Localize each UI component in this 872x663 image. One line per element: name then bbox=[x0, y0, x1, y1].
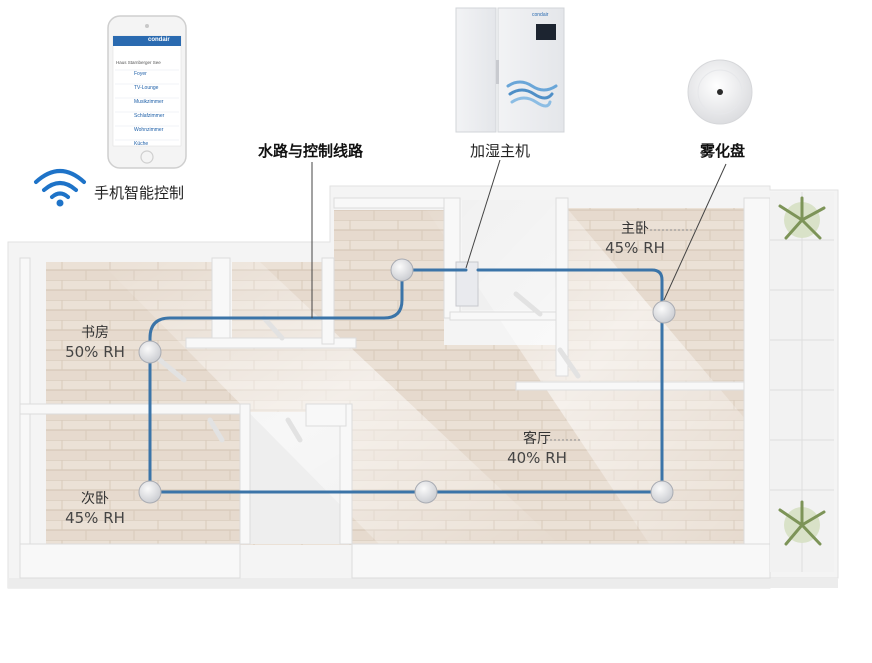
phone-room-item[interactable]: TV-Lounge bbox=[134, 85, 159, 91]
floors bbox=[46, 200, 746, 545]
pipeline-label: 水路与控制线路 bbox=[258, 142, 364, 160]
room-living-room: 客厅 40% RH bbox=[500, 430, 574, 468]
atomizer-label: 雾化盘 bbox=[700, 142, 746, 160]
phone-brand: condair bbox=[148, 37, 170, 43]
room-humidity: 45% RH bbox=[65, 509, 125, 527]
unit-brand: condair bbox=[532, 12, 549, 18]
phone-room-item[interactable]: Wohnzimmer bbox=[134, 127, 164, 133]
phone-room-item[interactable]: Küche bbox=[134, 141, 149, 147]
room-name: 客厅 bbox=[523, 431, 551, 447]
plant-top bbox=[778, 196, 826, 240]
node-living-right bbox=[650, 480, 674, 504]
node-hall bbox=[390, 258, 414, 282]
phone-room-item[interactable]: Foyer bbox=[134, 71, 147, 77]
room-name: 书房 bbox=[81, 325, 109, 341]
room-humidity: 40% RH bbox=[507, 449, 567, 467]
node-second-bedroom bbox=[138, 480, 162, 504]
node-living-center bbox=[414, 480, 438, 504]
pipeline-loop bbox=[148, 268, 664, 494]
room-humidity: 45% RH bbox=[605, 239, 665, 257]
walls bbox=[19, 197, 771, 579]
atomizer-disc-device bbox=[687, 59, 753, 125]
phone-room-item[interactable]: Musikzimmer bbox=[134, 99, 164, 105]
installed-humidifier bbox=[455, 261, 479, 307]
wifi-icon bbox=[34, 169, 86, 207]
water-wave-icon bbox=[506, 80, 558, 108]
room-humidity: 50% RH bbox=[65, 343, 125, 361]
plant-bottom bbox=[778, 500, 826, 546]
hall-floor bbox=[334, 210, 444, 345]
smartphone bbox=[107, 15, 187, 169]
phone-room-item[interactable]: Schlafzimmer bbox=[134, 113, 165, 119]
node-master-bedroom bbox=[652, 300, 676, 324]
room-name: 次卧 bbox=[81, 491, 109, 507]
leader-lines bbox=[311, 159, 727, 441]
main-unit-device bbox=[455, 7, 565, 133]
room-name: 主卧 bbox=[621, 221, 649, 237]
main-unit-label: 加湿主机 bbox=[470, 142, 531, 160]
balcony bbox=[770, 192, 834, 572]
room-master-bedroom: 主卧 45% RH bbox=[598, 220, 672, 258]
atomizer-nodes bbox=[138, 258, 676, 504]
node-study bbox=[138, 340, 162, 364]
phone-header: Haus Starnberger See bbox=[116, 60, 161, 65]
doors bbox=[157, 291, 581, 443]
smart-control-label: 手机智能控制 bbox=[94, 184, 185, 202]
room-study: 书房 50% RH bbox=[58, 324, 132, 362]
pipe-path bbox=[148, 268, 664, 494]
room-second-bedroom: 次卧 45% RH bbox=[58, 490, 132, 528]
